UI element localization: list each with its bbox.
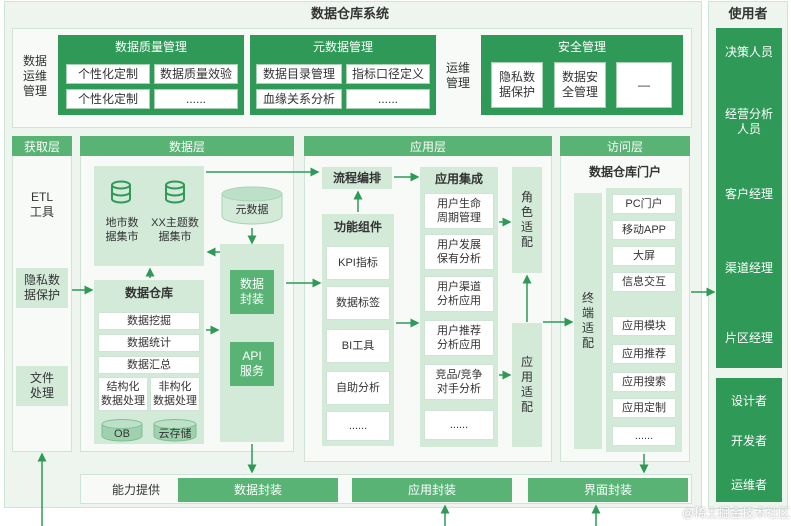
security-item: — xyxy=(616,62,672,108)
database-icon xyxy=(110,180,132,204)
meta-item: 血缘关系分析 xyxy=(256,89,342,109)
integration-item: 用户发展 保有分析 xyxy=(424,234,494,270)
ob-label: OB xyxy=(114,428,130,440)
ops-sub-label: 运维 管理 xyxy=(445,61,470,90)
watermark: @稀土掘金技术社区 xyxy=(681,506,790,520)
warehouse-item: 数据挖掘 xyxy=(98,312,200,330)
portal-item: ...... xyxy=(612,426,676,446)
portal-item: 信息交互 xyxy=(612,272,676,292)
portal-item: 应用模块 xyxy=(612,316,676,336)
users-title: 使用者 xyxy=(728,6,768,21)
data-encapsulation: 数据 封装 xyxy=(230,270,274,314)
tech-role: 开发者 xyxy=(730,433,767,448)
data-layer-title: 数据层 xyxy=(80,136,294,156)
portal-item: 应用定制 xyxy=(612,398,676,418)
security-management-title: 安全管理 xyxy=(557,39,606,54)
capability-app-encapsulation: 应用封装 xyxy=(352,478,512,502)
application-adaptation: 应 用 适 配 xyxy=(512,323,542,447)
city-data-mart: 地市数 据集市 xyxy=(105,217,139,243)
etl-tool: ETL 工具 xyxy=(29,190,54,219)
terminal-adaptation: 终 端 适 配 xyxy=(574,193,602,449)
meta-item: ...... xyxy=(346,89,430,109)
file-processing: 文件 处理 xyxy=(16,366,68,406)
ops-label: 数据 运维 管理 xyxy=(22,53,47,98)
warehouse-title: 数据仓库 xyxy=(124,285,173,300)
integration-item: 竞品/竞争 对手分析 xyxy=(424,364,494,400)
quality-item: ...... xyxy=(154,89,238,109)
portal-title: 数据仓库门户 xyxy=(588,164,661,179)
application-layer-title: 应用层 xyxy=(304,136,552,156)
component-item: 数据标签 xyxy=(326,286,390,320)
capability-label: 能力提供 xyxy=(111,482,160,497)
function-components-title: 功能组件 xyxy=(333,219,382,234)
ob-storage-cylinder xyxy=(100,418,144,442)
user-role: 片区经理 xyxy=(724,330,773,345)
system-title: 数据仓库系统 xyxy=(310,6,389,21)
capability-data-encapsulation: 数据封装 xyxy=(178,478,338,502)
quality-item: 个性化定制 xyxy=(66,64,150,84)
structured-processing: 结构化 数据处理 xyxy=(98,377,148,411)
access-layer-title: 访问层 xyxy=(560,136,690,156)
role-adaptation: 角 色 适 配 xyxy=(512,167,542,273)
acquire-privacy-protection: 隐私数 据保护 xyxy=(16,268,68,308)
user-role: 决策人员 xyxy=(724,44,773,59)
acquire-layer-title: 获取层 xyxy=(12,136,72,156)
warehouse-item: 数据汇总 xyxy=(98,356,200,374)
portal-item: 移动APP xyxy=(612,220,676,240)
integration-item: 用户推荐 分析应用 xyxy=(424,320,494,356)
component-item: KPI指标 xyxy=(326,246,390,280)
integration-item: ...... xyxy=(424,410,494,440)
portal-item: 应用推荐 xyxy=(612,344,676,364)
api-service: API 服务 xyxy=(230,342,274,386)
user-role: 经营分析 人员 xyxy=(724,107,773,136)
metadata-label: 元数据 xyxy=(235,204,269,216)
meta-item: 数据目录管理 xyxy=(256,64,342,84)
tech-role: 设计者 xyxy=(730,393,767,408)
cloud-storage-cylinder xyxy=(152,418,198,442)
user-role: 渠道经理 xyxy=(724,260,773,275)
portal-item: 应用搜索 xyxy=(612,372,676,392)
portal-item: 大屏 xyxy=(612,246,676,266)
tech-role: 运维者 xyxy=(730,477,767,492)
unstructured-processing: 非构化 数据处理 xyxy=(150,377,200,411)
portal-item: PC门户 xyxy=(612,194,676,214)
user-role: 客户经理 xyxy=(724,186,773,201)
technical-users-panel xyxy=(716,378,782,502)
metadata-management-title: 元数据管理 xyxy=(312,39,373,54)
warehouse-item: 数据统计 xyxy=(98,334,200,352)
component-item: 自助分析 xyxy=(326,371,390,405)
database-icon xyxy=(164,180,186,204)
metadata-cylinder xyxy=(220,186,284,226)
meta-item: 指标口径定义 xyxy=(346,64,430,84)
quality-management-title: 数据质量管理 xyxy=(114,39,187,54)
component-item: ...... xyxy=(326,411,390,441)
topic-data-mart: XX主题数 据集市 xyxy=(151,217,199,243)
capability-ui-encapsulation: 界面封装 xyxy=(528,478,688,502)
quality-item: 数据质量效验 xyxy=(154,64,238,84)
business-users-panel xyxy=(716,28,782,368)
component-item: BI工具 xyxy=(326,329,390,363)
cloud-storage-label: 云存储 xyxy=(158,428,192,440)
process-orchestration: 流程编排 xyxy=(322,167,392,189)
integration-item: 用户渠道 分析应用 xyxy=(424,276,494,312)
app-integration-title: 应用集成 xyxy=(434,171,483,186)
quality-item: 个性化定制 xyxy=(66,89,150,109)
integration-item: 用户生命 周期管理 xyxy=(424,193,494,229)
security-item: 隐私数 据保护 xyxy=(491,62,543,108)
security-item: 数据安 全管理 xyxy=(554,62,606,108)
